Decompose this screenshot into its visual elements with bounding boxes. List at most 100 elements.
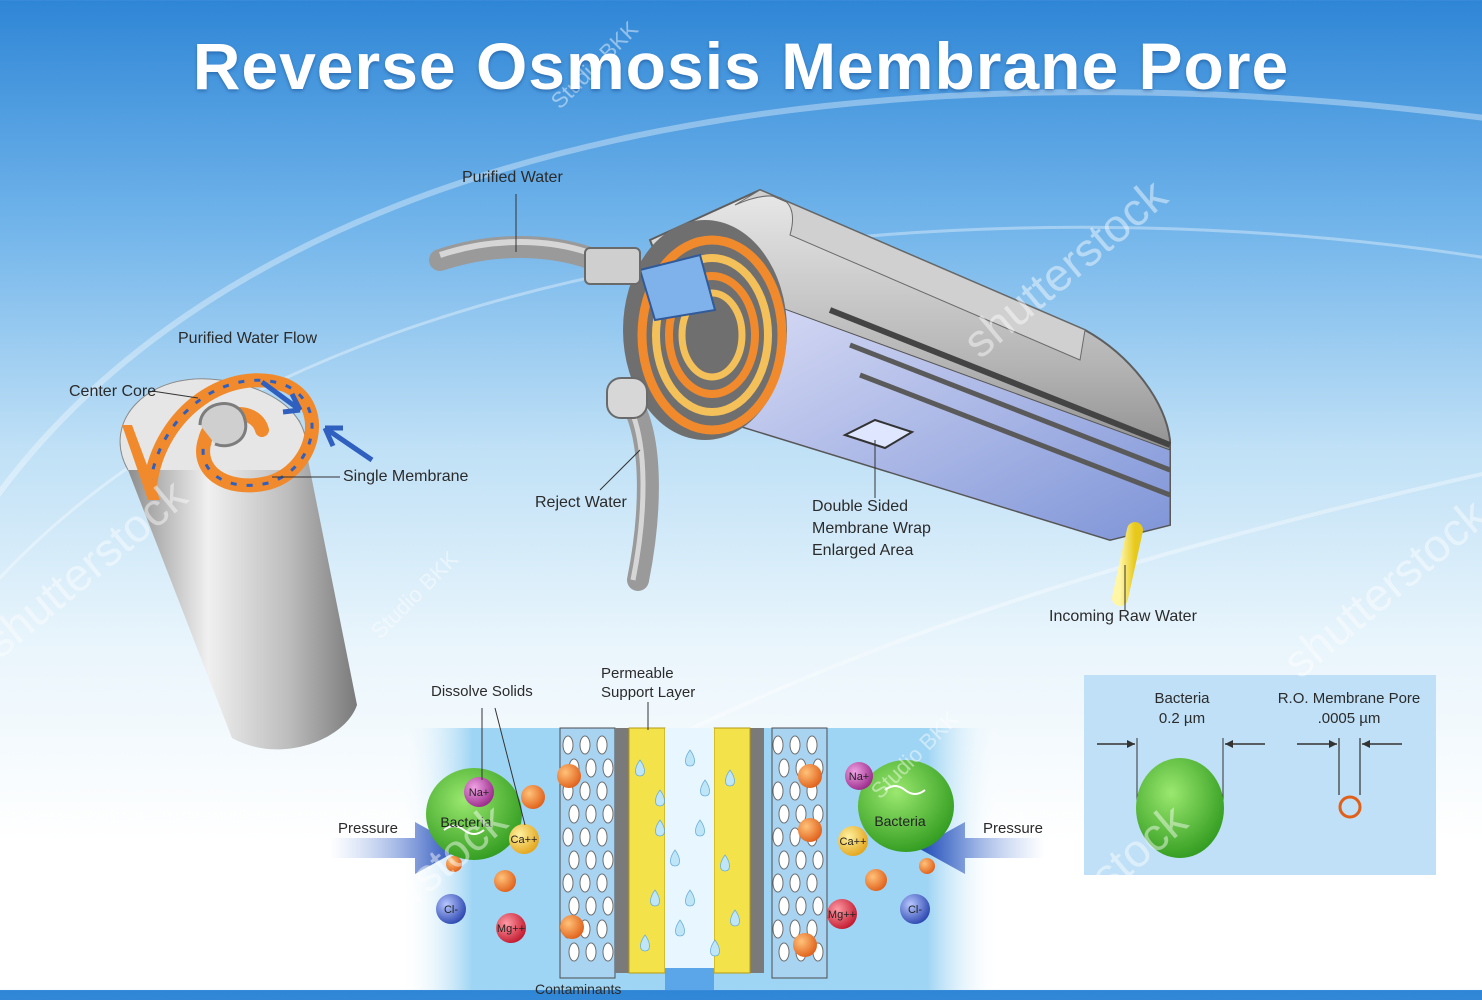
label-purified-water-flow: Purified Water Flow bbox=[178, 330, 317, 347]
ion-na-left-label: Na+ bbox=[469, 787, 490, 799]
housing-lid-band bbox=[734, 189, 1086, 361]
water-droplet bbox=[655, 819, 665, 837]
ion-na-right-label: Na+ bbox=[849, 771, 870, 783]
pore-hole bbox=[789, 827, 801, 847]
pore-hole bbox=[596, 781, 608, 801]
purified-fitting bbox=[584, 247, 641, 285]
ion-mg-left bbox=[496, 913, 526, 943]
pore-hole bbox=[602, 758, 614, 778]
bacteria-left-label: Bacteria bbox=[440, 814, 492, 830]
ion-na-left bbox=[464, 777, 494, 807]
label-pressure-left: Pressure bbox=[338, 820, 399, 837]
pore-hole bbox=[579, 781, 591, 801]
water-droplet bbox=[675, 919, 685, 937]
leader-dissolve-solids-2 bbox=[494, 707, 526, 826]
contaminant-right-1 bbox=[798, 764, 822, 788]
incoming-water-stream bbox=[1112, 522, 1143, 606]
contaminant-left-5 bbox=[560, 915, 584, 939]
ro-housing bbox=[584, 188, 1172, 610]
center-tube-blue bbox=[638, 253, 717, 322]
label-single-membrane: Single Membrane bbox=[343, 468, 469, 485]
pore-hole bbox=[585, 758, 597, 778]
pore-hole bbox=[795, 896, 807, 916]
pore-hole bbox=[585, 942, 597, 962]
pore-hole bbox=[585, 896, 597, 916]
pore-hole bbox=[562, 735, 574, 755]
water-droplet bbox=[635, 759, 645, 777]
contaminant-left-1 bbox=[521, 785, 545, 809]
left-permeable-layer bbox=[628, 727, 666, 974]
label-double-sided-3: Enlarged Area bbox=[812, 542, 914, 559]
pore-hole bbox=[596, 735, 608, 755]
ion-ca-left-label: Ca++ bbox=[511, 834, 538, 846]
ion-mg-right bbox=[827, 899, 857, 929]
pore-hole bbox=[772, 735, 784, 755]
contaminant-right-3 bbox=[865, 869, 887, 891]
water-droplet bbox=[685, 889, 695, 907]
pore-hole bbox=[795, 850, 807, 870]
ion-cl-left-label: Cl- bbox=[444, 904, 458, 916]
label-permeable-2: Support Layer bbox=[601, 684, 696, 701]
membrane-cylinder bbox=[128, 420, 357, 750]
pore-hole bbox=[596, 873, 608, 893]
pore-hole bbox=[789, 873, 801, 893]
ion-ca-right bbox=[838, 826, 868, 856]
ion-mg-left-label: Mg++ bbox=[497, 923, 525, 935]
pressure-arrow-right bbox=[918, 822, 1045, 874]
water-droplet bbox=[640, 934, 650, 952]
pore-hole bbox=[772, 827, 784, 847]
pore-hole bbox=[602, 804, 614, 824]
label-dissolve-solids: Dissolve Solids bbox=[431, 683, 533, 700]
pore-size-ring bbox=[1338, 795, 1362, 819]
water-droplets bbox=[635, 749, 740, 957]
label-pressure-right: Pressure bbox=[983, 820, 1044, 837]
water-droplet bbox=[650, 889, 660, 907]
ion-na-right bbox=[845, 762, 873, 790]
pore-hole bbox=[806, 873, 818, 893]
bacteria-left bbox=[426, 768, 522, 860]
contaminant-right-5 bbox=[793, 933, 817, 957]
left-membrane-strip bbox=[615, 728, 629, 973]
pore-hole bbox=[562, 827, 574, 847]
center-core-tube bbox=[198, 402, 248, 448]
flow-arrow-2 bbox=[322, 425, 374, 463]
pore-hole bbox=[579, 873, 591, 893]
bacteria-right bbox=[858, 760, 954, 852]
right-membrane-strip bbox=[750, 728, 764, 973]
label-incoming-raw-water: Incoming Raw Water bbox=[1049, 608, 1197, 625]
water-droplet bbox=[655, 789, 665, 807]
pore-hole bbox=[568, 942, 580, 962]
leader-reject-water bbox=[599, 449, 641, 491]
ion-ca-left bbox=[509, 824, 539, 854]
inset-pore-size: .0005 µm bbox=[1317, 710, 1381, 727]
water-droplet bbox=[695, 819, 705, 837]
water-droplet bbox=[730, 909, 740, 927]
inset-bacteria-title: Bacteria bbox=[1154, 690, 1210, 707]
label-double-sided-1: Double Sided bbox=[812, 498, 909, 515]
pore-hole bbox=[602, 850, 614, 870]
pore-hole bbox=[772, 919, 784, 939]
pore-hole bbox=[602, 896, 614, 916]
water-droplet bbox=[710, 939, 720, 957]
inset-pore-title: R.O. Membrane Pore bbox=[1277, 690, 1421, 707]
label-center-core: Center Core bbox=[69, 383, 157, 400]
orange-flap bbox=[122, 425, 160, 500]
pore-hole bbox=[789, 919, 801, 939]
rolled-membrane bbox=[119, 373, 374, 750]
bacteria-size-ball bbox=[1136, 758, 1224, 858]
contaminant-left-4 bbox=[557, 764, 581, 788]
ion-ca-right-label: Ca++ bbox=[840, 836, 867, 848]
pore-hole bbox=[602, 942, 614, 962]
pore-hole bbox=[568, 850, 580, 870]
label-double-sided-2: Membrane Wrap bbox=[812, 520, 931, 537]
pore-hole bbox=[596, 919, 608, 939]
ion-cl-left bbox=[436, 894, 466, 924]
right-permeable-layer bbox=[713, 727, 751, 974]
pore-hole bbox=[812, 850, 824, 870]
pore-hole bbox=[778, 896, 790, 916]
label-purified-water: Purified Water bbox=[462, 169, 563, 186]
label-reject-water: Reject Water bbox=[535, 494, 627, 511]
pore-hole bbox=[789, 781, 801, 801]
contaminant-right-2 bbox=[798, 818, 822, 842]
